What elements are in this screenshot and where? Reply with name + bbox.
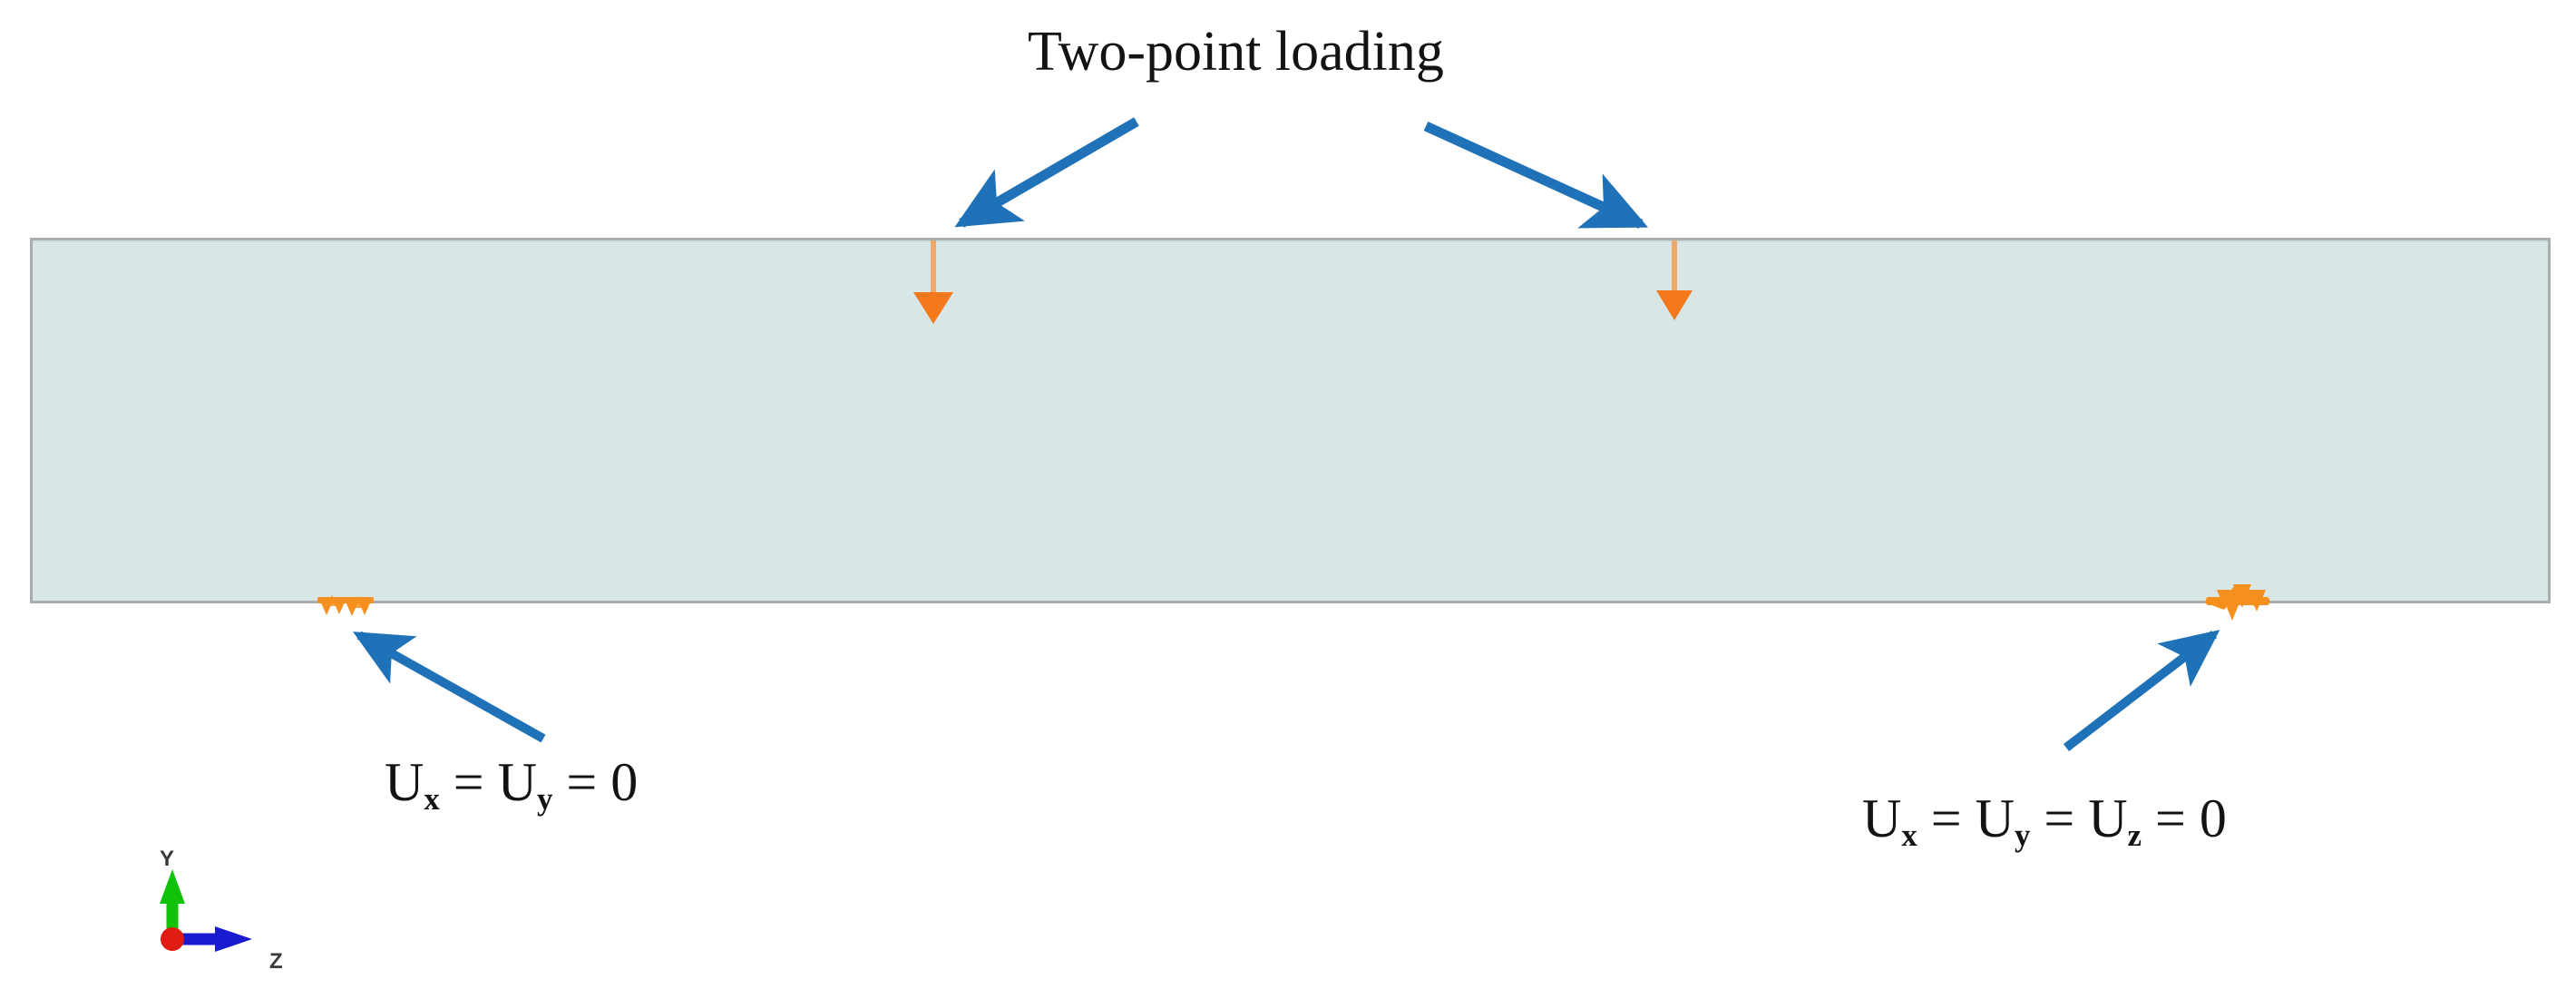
bc-right-sub-1: x: [1901, 818, 1917, 854]
y-axis-label: Y: [160, 847, 175, 871]
z-axis-arrow: [172, 926, 252, 952]
beam-specimen: [30, 238, 2551, 603]
bc-label-right: Ux = Uy = Uz = 0: [1862, 788, 2227, 854]
bc-right-sub-3: z: [2127, 818, 2142, 854]
left-support-marker: [317, 595, 374, 616]
page-title: Two-point loading: [1028, 21, 1444, 83]
bc-right-symbol-3: U: [2088, 788, 2128, 848]
bc-left-symbol-2: U: [497, 752, 537, 812]
bc-left-sub-1: x: [424, 781, 440, 818]
load-arrow-right: [1656, 240, 1693, 320]
bc-left-value: 0: [610, 752, 639, 812]
leader-load-left: [954, 117, 1139, 228]
bc-right-value: 0: [2199, 788, 2227, 848]
bc-right-symbol-2: U: [1975, 788, 2015, 848]
axis-origin-marker: [161, 927, 184, 951]
bc-left-sub-2: y: [536, 781, 553, 818]
load-arrow-left: [913, 240, 953, 324]
bc-right-sub-2: y: [2014, 818, 2031, 854]
right-support-marker: [2204, 584, 2269, 621]
z-axis-label: Z: [269, 949, 283, 974]
bc-label-left: Ux = Uy = 0: [385, 752, 639, 818]
bc-right-symbol-1: U: [1862, 788, 1902, 848]
leader-bc-right: [2063, 630, 2220, 751]
leader-bc-left: [353, 631, 546, 743]
axis-triad: [160, 869, 252, 952]
bc-left-symbol-1: U: [385, 752, 424, 812]
leader-load-right: [1423, 121, 1649, 230]
